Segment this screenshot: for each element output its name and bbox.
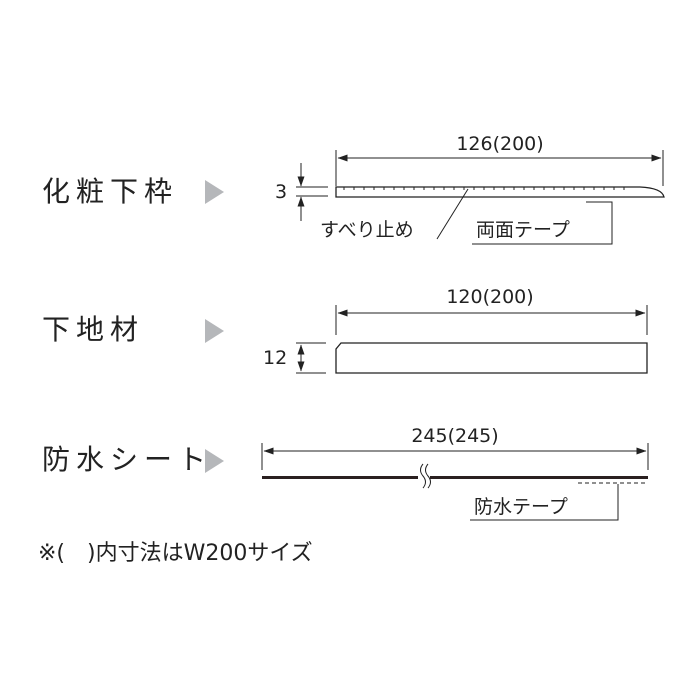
triangle-marker-icon bbox=[205, 319, 224, 343]
width-dimension-label: 126(200) bbox=[456, 133, 543, 155]
footer-note: ※( )内寸法はW200サイズ bbox=[38, 541, 313, 566]
break-mark-left bbox=[420, 463, 426, 489]
callout-antislip: すべり止め bbox=[320, 219, 414, 241]
row-title-base-material: 下地材 bbox=[42, 313, 144, 346]
triangle-marker-icon bbox=[205, 180, 224, 204]
callout-leader-waterproof-tape bbox=[470, 484, 619, 521]
row-waterproof-sheet: 防水シート 245(245) 防水テープ bbox=[42, 425, 649, 521]
triangle-marker-icon bbox=[205, 449, 224, 473]
callout-leader-antislip bbox=[436, 188, 469, 240]
base-material-profile bbox=[335, 342, 648, 374]
callout-double-sided-tape: 両面テープ bbox=[476, 219, 570, 241]
row-base-material: 下地材 120(200) 12 bbox=[42, 286, 648, 374]
finish-sill-profile bbox=[335, 186, 665, 198]
callout-leader-tape bbox=[472, 201, 613, 245]
callout-waterproof-tape: 防水テープ bbox=[474, 496, 568, 518]
thickness-dimension-label: 12 bbox=[263, 347, 287, 369]
row-finish-sill: 化粧下枠 126(200) 3 すべり止め 両面テープ bbox=[42, 133, 665, 245]
row-title-waterproof-sheet: 防水シート bbox=[42, 443, 212, 476]
anti-slip-grooves bbox=[343, 187, 625, 190]
row-title-finish-sill: 化粧下枠 bbox=[42, 175, 178, 208]
width-dimension-label: 120(200) bbox=[446, 286, 533, 308]
waterproof-sheet-profile bbox=[262, 476, 648, 479]
thickness-dimension-label: 3 bbox=[275, 181, 287, 203]
width-dimension-label: 245(245) bbox=[411, 425, 498, 447]
break-mark-right bbox=[425, 463, 431, 489]
